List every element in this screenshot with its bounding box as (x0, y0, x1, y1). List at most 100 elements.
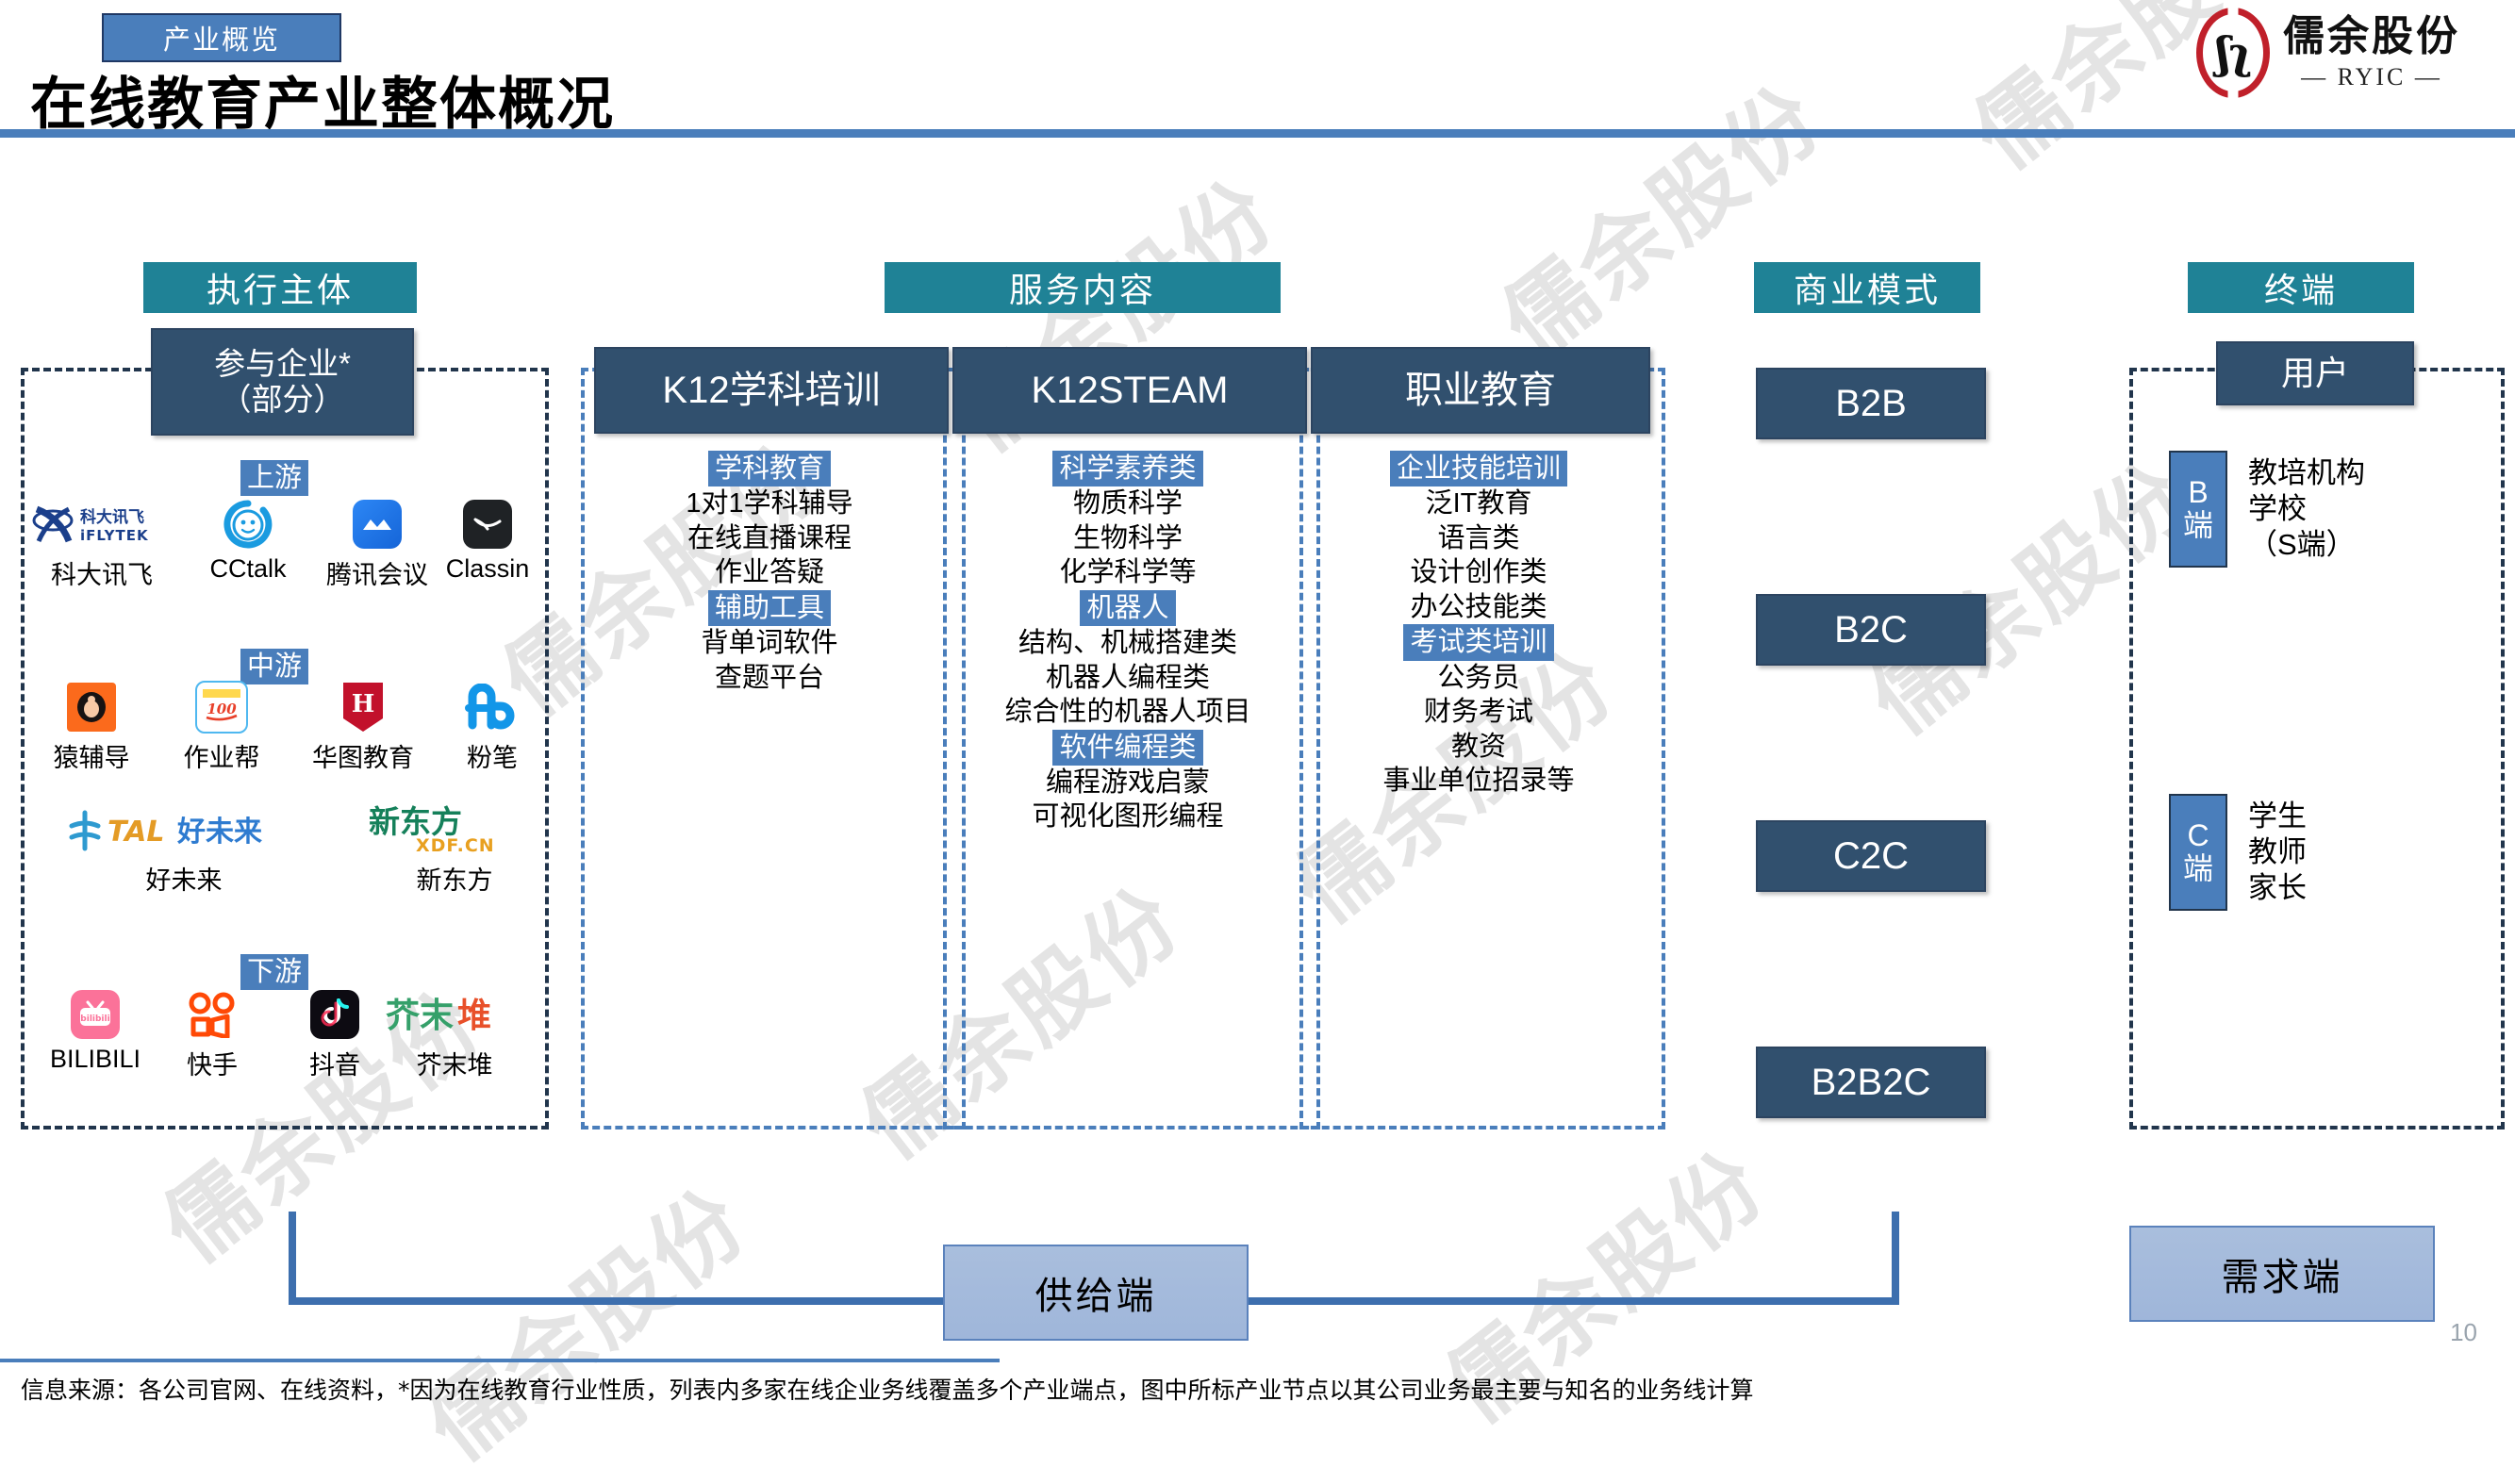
source-note: 信息来源：各公司官网、在线资料，*因为在线教育行业性质，列表内多家在线企业务线覆… (21, 1377, 1754, 1404)
service-group-tag: 科学素养类 (1052, 451, 1203, 487)
service-item: 1对1学科辅导 (686, 488, 853, 519)
business-model-c2c[interactable]: C2C (1756, 820, 1986, 892)
service-item: 综合性的机器人项目 (1004, 697, 1251, 728)
service-item: 可视化图形编程 (1032, 801, 1224, 833)
section-header-business-model: 商业模式 (1754, 262, 1980, 313)
brand-xdf[interactable]: 新东方 XDF.CN 新东方 (351, 803, 558, 897)
business-model-b2b[interactable]: B2B (1756, 368, 1986, 439)
watermark: 儒余股份 (408, 1168, 768, 1481)
zuoyebang-logo-icon: 100 (195, 681, 248, 734)
brand-label: 芥末堆 (416, 1051, 493, 1080)
terminal-badge-c: C 端 (2169, 794, 2227, 911)
service-column-2-body: 科学素养类 物质科学 生物科学 化学科学等 机器人 结构、机械搭建类 机器人编程… (952, 451, 1303, 834)
terminal-line: 教师 (2248, 835, 2307, 869)
brand-label: 好未来 (145, 866, 223, 895)
brand-label: 粉笔 (467, 744, 518, 772)
brand-fenbi[interactable]: 粉笔 (436, 681, 549, 774)
service-column-1-title: K12学科培训 (594, 347, 949, 434)
logo-company-code: — RYIC — (2301, 63, 2442, 91)
service-item: 背单词软件 (701, 628, 838, 659)
service-item: 作业答疑 (714, 557, 824, 588)
executor-title-line2: （部分） (220, 382, 345, 417)
page-title: 在线教育产业整体概况 (30, 72, 615, 138)
service-item: 事业单位招录等 (1382, 766, 1575, 797)
brand-douyin[interactable]: 抖音 (273, 988, 396, 1081)
service-group-tag: 辅助工具 (707, 589, 831, 627)
section-header-terminal: 终端 (2188, 262, 2414, 313)
brand-jiemodui[interactable]: 芥末 堆 芥末堆 (370, 988, 539, 1081)
classin-logo-icon (463, 498, 512, 551)
page-number: 10 (2450, 1318, 2477, 1346)
brand-label: 快手 (187, 1051, 238, 1080)
logo-company-name: 儒余股份 (2283, 12, 2460, 60)
jiemodui-logo-icon: 芥末 堆 (384, 988, 525, 1041)
tier-tag-upstream: 上游 (240, 460, 309, 497)
brand-label: 猿辅导 (53, 744, 130, 772)
brand-tal[interactable]: TAL 好未来 好未来 (47, 803, 321, 897)
service-item: 物质科学 (1072, 488, 1183, 519)
kuaishou-logo-icon (186, 988, 239, 1041)
brand-label: 科大讯飞 (51, 561, 153, 589)
service-item: 生物科学 (1072, 522, 1183, 553)
brand-label: 作业帮 (183, 744, 260, 772)
service-column-3-body: 企业技能培训 泛IT教育 语言类 设计创作类 办公技能类 考试类培训 公务员 财… (1311, 451, 1646, 799)
brand-classin[interactable]: Classin (426, 498, 549, 584)
service-item: 公务员 (1437, 662, 1520, 693)
footer-rule (0, 1359, 1000, 1362)
terminal-line: 教培机构 (2248, 456, 2365, 490)
brand-kuaishou[interactable]: 快手 (151, 988, 273, 1081)
brand-bilibili[interactable]: bilibili BILIBILI (15, 988, 175, 1074)
service-column-3-title: 职业教育 (1311, 347, 1650, 434)
service-item: 化学科学等 (1059, 557, 1197, 588)
svg-text:科大讯飞: 科大讯飞 (80, 507, 144, 527)
service-item: 教资 (1450, 731, 1506, 762)
brand-huatu[interactable]: H 华图教育 (283, 681, 443, 774)
business-model-b2c[interactable]: B2C (1756, 594, 1986, 666)
supply-side-box: 供给端 (943, 1245, 1249, 1341)
brand-tencent-meeting[interactable]: 腾讯会议 (302, 498, 453, 591)
terminal-box-title: 用户 (2216, 341, 2414, 405)
svg-text:好未来: 好未来 (176, 816, 262, 849)
iflytek-logo-icon: 科大讯飞 iFLYTEK (31, 498, 173, 551)
tier-tag-midstream: 中游 (240, 649, 309, 685)
executor-title-line1: 参与企业* (214, 346, 351, 382)
svg-text:TAL: TAL (108, 816, 164, 849)
cctalk-logo-icon (220, 498, 276, 551)
terminal-line: （S端） (2248, 527, 2356, 561)
svg-text:堆: 堆 (457, 997, 491, 1035)
brand-cctalk[interactable]: CCtalk (177, 498, 319, 584)
brand-yuanfudao[interactable]: 猿辅导 (21, 681, 162, 774)
douyin-logo-icon (310, 988, 359, 1041)
brand-label: 腾讯会议 (326, 561, 428, 589)
service-column-2-title: K12STEAM (952, 347, 1307, 434)
brand-zuoyebang[interactable]: 100 作业帮 (151, 681, 292, 774)
service-item: 在线直播课程 (687, 522, 852, 553)
section-header-executor: 执行主体 (143, 262, 417, 313)
service-column-1-body: 学科教育 1对1学科辅导 在线直播课程 作业答疑 辅助工具 背单词软件 查题平台 (594, 451, 945, 695)
service-item: 办公技能类 (1410, 591, 1547, 622)
fenbi-logo-icon (465, 681, 520, 734)
yuanfudao-logo-icon (67, 681, 116, 734)
header-rule (0, 129, 2515, 138)
service-item: 结构、机械搭建类 (1018, 628, 1237, 659)
tencent-meeting-logo-icon (353, 498, 402, 551)
service-group-tag: 企业技能培训 (1389, 451, 1567, 487)
service-item: 语言类 (1437, 522, 1520, 553)
business-model-b2b2c[interactable]: B2B2C (1756, 1047, 1986, 1118)
svg-text:XDF.CN: XDF.CN (416, 835, 495, 856)
terminal-line: 家长 (2248, 870, 2307, 904)
service-item: 机器人编程类 (1045, 662, 1210, 693)
huatu-logo-icon: H (339, 681, 387, 734)
service-item: 编程游戏启蒙 (1045, 767, 1210, 798)
brand-label: 抖音 (309, 1051, 360, 1080)
ryic-emblem-icon: ʃʅ (2196, 6, 2270, 100)
service-item: 泛IT教育 (1425, 488, 1532, 519)
terminal-line: 学生 (2248, 800, 2307, 833)
service-item: 财务考试 (1423, 697, 1533, 728)
brand-iflytek[interactable]: 科大讯飞 iFLYTEK 科大讯飞 (17, 498, 187, 591)
brand-label: Classin (445, 554, 530, 583)
brand-label: 新东方 (416, 866, 493, 895)
tal-logo-icon: TAL 好未来 (66, 803, 302, 856)
service-item: 设计创作类 (1410, 557, 1547, 588)
